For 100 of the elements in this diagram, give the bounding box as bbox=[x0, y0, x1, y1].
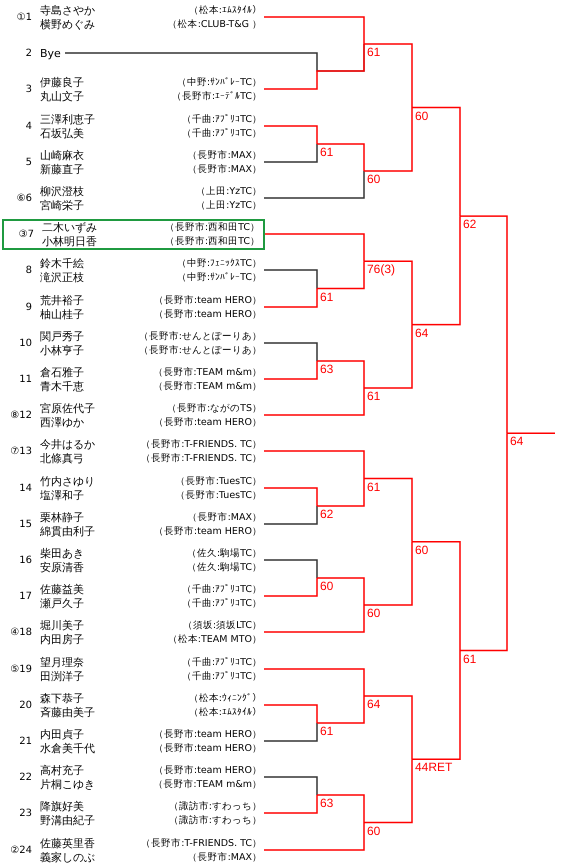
match-score: 76(3) bbox=[364, 261, 398, 278]
match-score: 61 bbox=[317, 144, 336, 160]
player-name: 佐藤益美 bbox=[40, 582, 84, 597]
player-name: 寺島さやか bbox=[40, 3, 95, 18]
player-name: 横野めぐみ bbox=[40, 17, 95, 32]
player-name: 三澤利恵子 bbox=[40, 112, 95, 127]
match-score: 63 bbox=[317, 361, 336, 377]
player-name: 小林明日香 bbox=[42, 234, 97, 249]
bracket-line bbox=[264, 605, 365, 633]
bracket-line bbox=[317, 577, 365, 605]
bracket-line bbox=[412, 650, 461, 760]
bracket-line bbox=[317, 794, 365, 822]
club-name: （松本:TEAM MTO） bbox=[166, 633, 262, 647]
club-name: （長野市:MAX） bbox=[186, 851, 262, 865]
draw-number: ⑧12 bbox=[9, 409, 32, 423]
club-name: （長野市:T-FRIENDS. TC） bbox=[140, 452, 262, 466]
club-name: （長野市:ながのTS） bbox=[166, 402, 262, 416]
club-name: （長野市:MAX） bbox=[186, 149, 262, 163]
club-name: （松本:CLUB-T&G ） bbox=[166, 18, 262, 32]
bracket-line bbox=[412, 216, 461, 326]
player-name: 山崎麻衣 bbox=[40, 148, 84, 163]
club-name: （長野市:ｴｰﾃﾞﾙTC） bbox=[170, 90, 262, 104]
match-score: 60 bbox=[412, 542, 432, 558]
club-name: （長野市:TEAM m&m） bbox=[152, 366, 262, 380]
draw-number: 22 bbox=[18, 771, 32, 785]
bracket-line bbox=[264, 388, 365, 416]
player-name: 堀川美子 bbox=[40, 618, 84, 633]
club-name: （千曲:ｱﾌﾟﾘｺTC） bbox=[180, 597, 262, 611]
bracket-line bbox=[364, 759, 413, 824]
club-name: （長野市:team HERO） bbox=[152, 764, 262, 778]
club-name: （長野市:T-FRIENDS. TC） bbox=[140, 837, 262, 851]
highlight-frame bbox=[2, 219, 265, 250]
club-name: （諏訪市:すわっち） bbox=[168, 800, 262, 814]
bracket-line bbox=[264, 795, 318, 814]
player-name: 瀬戸久子 bbox=[40, 596, 84, 611]
player-name: 新藤直子 bbox=[40, 162, 84, 177]
club-name: （上田:YzTC） bbox=[195, 199, 262, 213]
bracket-line bbox=[460, 215, 508, 434]
player-name: 今井はるか bbox=[40, 437, 95, 452]
club-name: （長野市:team HERO） bbox=[152, 728, 262, 742]
bracket-line bbox=[364, 478, 413, 542]
draw-number: 8 bbox=[24, 264, 32, 278]
club-name: （中野:ｻﾝﾊﾞﾚｰTC） bbox=[176, 271, 262, 285]
player-name: 滝沢正枝 bbox=[40, 270, 84, 285]
draw-number: ⑥6 bbox=[16, 192, 32, 206]
player-name: 望月理奈 bbox=[40, 655, 84, 670]
club-name: （千曲:ｱﾌﾟﾘｺTC） bbox=[180, 583, 262, 597]
bracket-line bbox=[364, 43, 413, 108]
bracket-line bbox=[264, 44, 365, 90]
player-name: 義家しのぶ bbox=[40, 850, 95, 865]
bracket-line bbox=[317, 143, 365, 171]
draw-number: 16 bbox=[18, 554, 32, 568]
bracket-line bbox=[264, 559, 318, 578]
club-name: （長野市:TuesTC） bbox=[174, 489, 262, 503]
draw-number: 5 bbox=[24, 156, 32, 170]
club-name: （須坂:須坂LTC） bbox=[182, 619, 262, 633]
player-name: 森下恭子 bbox=[40, 691, 84, 706]
bracket-line bbox=[264, 704, 318, 723]
match-score: 61 bbox=[364, 478, 384, 494]
bracket-line bbox=[364, 542, 413, 606]
bracket-line bbox=[264, 487, 318, 506]
club-name: （中野:ｻﾝﾊﾞﾚｰTC） bbox=[176, 76, 262, 90]
match-score: 44RET bbox=[412, 759, 456, 776]
draw-number: ①1 bbox=[16, 11, 32, 25]
bracket-line bbox=[264, 16, 365, 44]
club-name: （長野市:西和田TC） bbox=[164, 235, 260, 249]
bracket-line bbox=[460, 433, 508, 652]
draw-number: 14 bbox=[18, 482, 32, 496]
bracket-line bbox=[264, 668, 365, 696]
draw-number: ④18 bbox=[9, 626, 32, 640]
match-score: 60 bbox=[364, 605, 384, 621]
club-name: （長野市:TuesTC） bbox=[174, 475, 262, 489]
club-name: （千曲:ｱﾌﾟﾘｺTC） bbox=[180, 670, 262, 684]
player-name: 柚山桂子 bbox=[40, 307, 84, 322]
draw-number: 9 bbox=[24, 301, 32, 315]
player-name: 倉石雅子 bbox=[40, 365, 84, 380]
draw-number: 21 bbox=[18, 735, 32, 749]
bracket-line bbox=[264, 723, 318, 742]
player-name: 降旗好美 bbox=[40, 799, 84, 814]
club-name: （長野市:team HERO） bbox=[152, 294, 262, 308]
player-name: 綿貫由利子 bbox=[40, 524, 95, 539]
club-name: （松本:ｳｨﾆﾝｸﾞ） bbox=[188, 692, 262, 706]
match-score: 61 bbox=[364, 44, 384, 60]
player-name: 宮崎栄子 bbox=[40, 198, 84, 213]
match-score: 61 bbox=[364, 388, 384, 404]
club-name: （千曲:ｱﾌﾟﾘｺTC） bbox=[180, 656, 262, 670]
bracket-line bbox=[317, 261, 365, 290]
draw-number: ⑤19 bbox=[9, 663, 32, 677]
match-score: 64 bbox=[507, 433, 526, 450]
match-score: 62 bbox=[317, 506, 336, 522]
player-name: 内田貞子 bbox=[40, 727, 84, 742]
club-name: （長野市:TEAM m&m） bbox=[152, 380, 262, 394]
player-name: 丸山文子 bbox=[40, 89, 84, 104]
match-score: 60 bbox=[364, 171, 384, 187]
draw-number: 20 bbox=[18, 699, 32, 713]
player-name: 柴田あき bbox=[40, 546, 84, 561]
bracket-line bbox=[364, 695, 413, 760]
club-name: （千曲:ｱﾌﾟﾘｺTC） bbox=[180, 113, 262, 127]
bracket-line bbox=[364, 324, 413, 389]
match-score: 60 bbox=[317, 578, 336, 594]
